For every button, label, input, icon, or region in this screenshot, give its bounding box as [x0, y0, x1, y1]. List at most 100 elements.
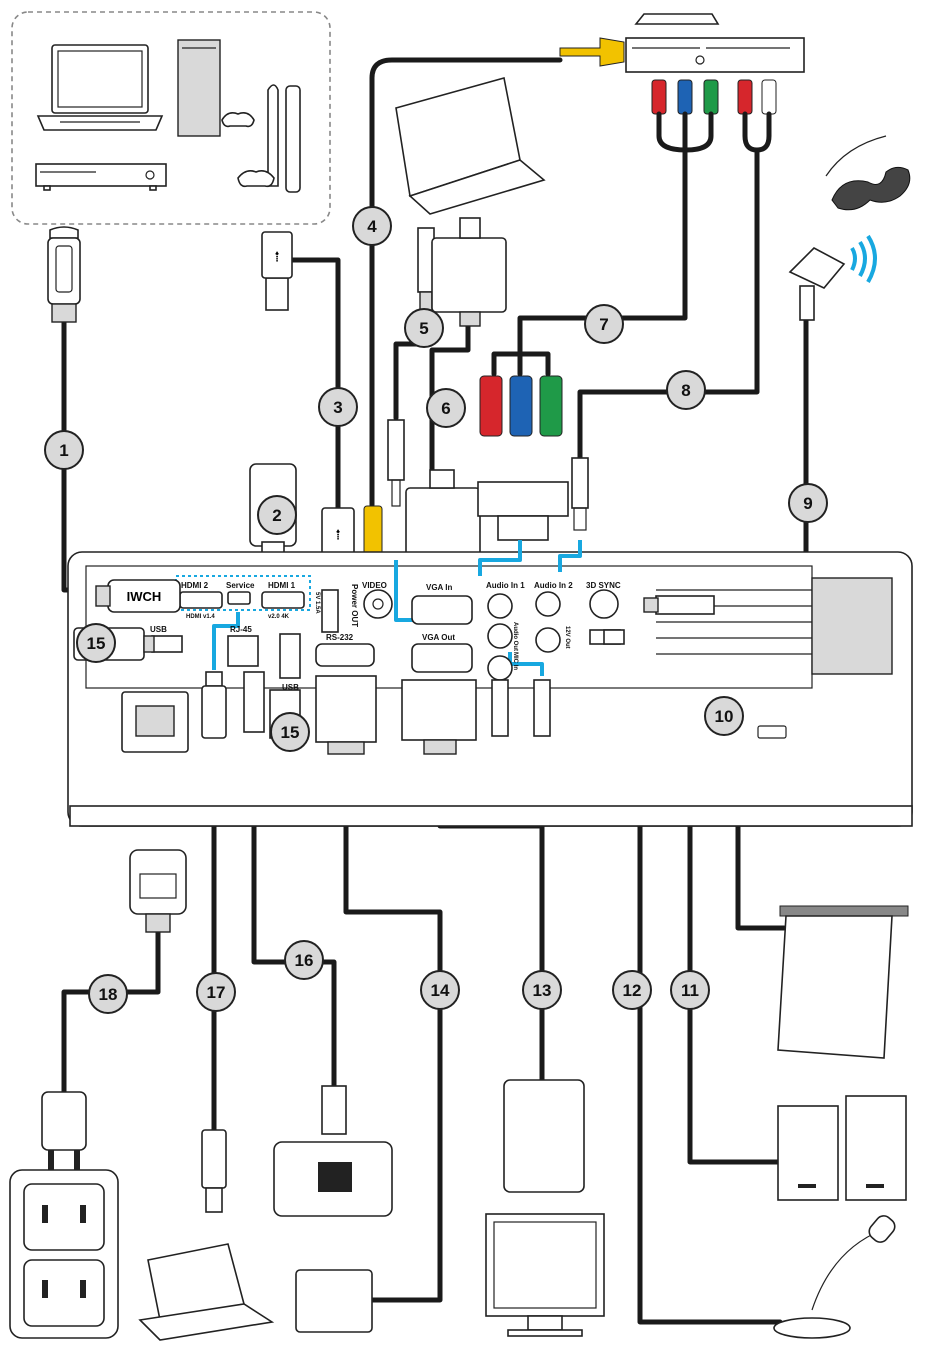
label-hdmi2-sub: HDMI v1.4: [186, 614, 215, 620]
laptop-icon: [36, 44, 164, 131]
3d-glasses-icon: [825, 135, 911, 211]
label-vga-out: VGA Out: [422, 633, 455, 642]
label-audio-in1: Audio In 1: [486, 581, 525, 590]
hdmi-plug-icon: [47, 226, 81, 323]
label-usb-left: USB: [150, 625, 167, 634]
label-12v-out: 12V Out: [564, 626, 570, 649]
label-hdmi2: HDMI 2: [181, 581, 209, 590]
source-devices-group: [11, 11, 331, 225]
callout-bubble: [666, 370, 706, 410]
wall-outlet-icon: [9, 1169, 119, 1339]
projector-body: [67, 551, 913, 827]
cable-rs232: [343, 741, 443, 1303]
callout-label: 1: [59, 441, 68, 460]
callout-bubble: [270, 712, 310, 752]
port-usb-bottom: USB: [279, 633, 301, 692]
callout-bubble: [88, 974, 128, 1014]
label-power-out: Power OUT: [350, 584, 359, 627]
label-audio-in2: Audio In 2: [534, 581, 573, 590]
vga-plug-icon: [405, 217, 507, 565]
callout-bubble: [76, 623, 116, 663]
callout-bubble: [670, 970, 710, 1010]
callout-label: 15: [87, 634, 106, 653]
rca-plug-group-top: [651, 79, 777, 153]
callout-label: 4: [367, 217, 377, 236]
monitor-icon: [485, 1213, 605, 1337]
callout-label: 17: [207, 983, 226, 1002]
usb-plug-icon: [201, 1129, 227, 1213]
speakers-icon: [777, 1095, 907, 1201]
rj45-plug-icon: [243, 671, 265, 733]
hdmi-plug-icon: IWCH: [95, 579, 181, 613]
laptop-icon: [395, 76, 546, 215]
3d-sync-plug-icon: [643, 595, 715, 615]
callout-bubble: [704, 696, 744, 736]
audio-jack-icon: [387, 227, 815, 531]
game-console-icon: [177, 39, 301, 193]
callout-label: 15: [281, 723, 300, 742]
port-usb-power: 5V 1.5A Power OUT: [314, 584, 359, 633]
3d-sync-emitter-icon: [788, 234, 877, 289]
callout-bubble: [44, 430, 84, 470]
label-usb-bottom: USB: [282, 683, 299, 692]
port-service: Service: [226, 581, 255, 605]
port-rj45: RJ-45: [227, 625, 259, 667]
callout-label: 16: [295, 951, 314, 970]
port-audio-out: Audio Out: [487, 622, 518, 651]
port-audio-in1: Audio In 1: [486, 581, 525, 619]
laptop-icon: [138, 1243, 275, 1341]
projection-screen-icon: [777, 905, 909, 1059]
callout-label: 8: [681, 381, 690, 400]
power-plug-icon: [41, 1091, 87, 1176]
port-vga-out: VGA Out: [411, 633, 473, 673]
label-hdmi1-sub: v2.0 4K: [268, 614, 290, 620]
usb-plug-icon: ⭫: [261, 231, 293, 311]
callout-label: 2: [272, 506, 281, 525]
callout-bubble: [420, 970, 460, 1010]
callout-bubble: [284, 940, 324, 980]
callout-label: 13: [533, 981, 552, 1000]
rj45-plug-icon: [273, 1085, 393, 1217]
port-audio-in2: Audio In 2: [534, 581, 573, 653]
callout-bubble: [352, 206, 392, 246]
label-video: VIDEO: [362, 581, 387, 590]
port-hdmi1: HDMI 1 v2.0 4K: [261, 581, 305, 620]
callout-label: 12: [623, 981, 642, 1000]
label-service: Service: [226, 581, 255, 590]
dvd-player-icon: [625, 13, 805, 73]
label-hdmi1: HDMI 1: [268, 581, 296, 590]
label-usb-power-sub: 5V 1.5A: [314, 592, 320, 614]
callout-label: 9: [803, 494, 812, 513]
port-3d-sync: 3D SYNC: [586, 581, 621, 619]
svg-text:⭫: ⭫: [335, 525, 341, 544]
vga-plug-icon: [401, 679, 477, 755]
rs232-plug-icon: [315, 675, 377, 755]
port-rs232: RS-232: [315, 633, 375, 667]
audio-jack-icon: [491, 679, 551, 737]
rca-plug-icon: [559, 37, 625, 67]
port-video: VIDEO: [362, 581, 393, 619]
callout-bubble: [196, 972, 236, 1012]
callout-bubble: [257, 495, 297, 535]
rs232-plug-icon: [295, 1269, 373, 1333]
usb-plug-icon: [201, 671, 227, 739]
label-audio-out: Audio Out: [512, 622, 518, 651]
vga-plug-icon: [503, 1079, 585, 1193]
callout-label: 5: [419, 319, 428, 338]
12v-plug-icon: [603, 629, 625, 645]
callout-bubble: [404, 308, 444, 348]
callout-bubble: [522, 970, 562, 1010]
callout-label: 7: [599, 315, 608, 334]
callout-bubble: [426, 388, 466, 428]
label-mic-in: MIC In: [512, 652, 518, 670]
callout-label: 18: [99, 985, 118, 1004]
label-vga-in: VGA In: [426, 583, 452, 592]
callout-label: 6: [441, 399, 450, 418]
rca-plug-group: [477, 375, 569, 541]
callout-bubble: [612, 970, 652, 1010]
label-3d-sync: 3D SYNC: [586, 581, 621, 590]
cable-composite: [369, 57, 563, 508]
callout-bubble: [318, 387, 358, 427]
